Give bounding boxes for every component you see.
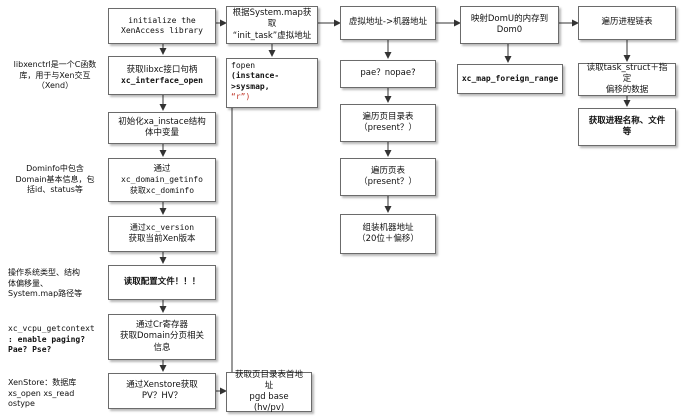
step-walk-pgd: 遍历页目录表 （present？） (340, 104, 436, 142)
step-xenstore: 通过Xenstore获取 PV？HV？ (108, 373, 216, 409)
step-xc-version-l2: 获取当前Xen版本 (128, 233, 196, 244)
note-vcpu-context-l2: : enable paging? (8, 334, 86, 344)
step-walk-process-list: 遍历进程链表 (578, 6, 676, 40)
step-fopen: fopen (instance->sysmap, “r”) (226, 58, 318, 108)
note-vcpu-context-l1: xc_vcpu_getcontext (8, 324, 95, 334)
step-walk-pt: 遍历页表 （present？） (340, 158, 436, 196)
step-xc-version: 通过xc_version 获取当前Xen版本 (108, 216, 216, 252)
note-config-contents: 操作系统类型、结构 体偏移量、 System.map路径等 (8, 268, 83, 299)
step-domain-getinfo-l2: xc_domain_getinfo (121, 175, 203, 185)
step-pgd-base: 获取页目录表首地址 pgd base (hv/pv) (226, 370, 312, 413)
step-map-memory: 映射DomU的内存到 Dom0 (460, 6, 559, 44)
step-interface-open-desc: 获取libxc接口句柄 (126, 64, 198, 75)
step-fopen-l2: (instance->sysmap, (231, 71, 280, 91)
note-vcpu-context-l3: Pae? Pse? (8, 345, 52, 355)
step-interface-open: 获取libxc接口句柄 xc_interface_open (108, 56, 216, 95)
step-init-library: initialize the XenAccess library (108, 8, 216, 44)
step-system-map: 根据System.map获取 “init_task”虚拟地址 (226, 6, 318, 44)
step-domain-getinfo-l3: 获取xc_dominfo (129, 185, 195, 195)
step-assemble-address: 组装机器地址 （20位＋偏移） (340, 214, 436, 254)
step-xc-version-l1: 通过xc_version (129, 223, 195, 233)
step-get-process-name: 获取进程名称、文件 等 (578, 108, 676, 146)
step-domain-getinfo: 通过 xc_domain_getinfo 获取xc_dominfo (108, 158, 216, 202)
step-map-foreign-range: xc_map_foreign_range (457, 64, 563, 94)
step-read-config: 读取配置文件！！！ (108, 265, 216, 300)
note-dominfo: Dominfo中包含 Domain基本信息，包 括id、status等 (15, 164, 95, 195)
note-xenstore: XenStore：数据库 xs_open xs_read ostype (8, 378, 77, 409)
step-fopen-l3: “r”) (231, 92, 251, 102)
step-domain-getinfo-l1: 通过 (153, 164, 171, 175)
step-init-xa-instance: 初始化xa_instace结构 体中变量 (108, 112, 216, 144)
note-libxenctrl: libxenctrl是一个C函数 库，用于与Xen交互 （Xend） (13, 60, 97, 91)
step-interface-open-func: xc_interface_open (121, 75, 203, 85)
step-cr-register: 通过Cr寄存器 获取Domain分页相关 信息 (108, 314, 216, 360)
step-fopen-l1: fopen (231, 61, 256, 70)
step-virt-to-machine: 虚拟地址->机器地址 (340, 6, 436, 40)
note-vcpu-context: xc_vcpu_getcontext : enable paging? Pae?… (8, 320, 106, 360)
step-pae-check: pae？nopae? (340, 60, 436, 88)
step-read-task-struct: 读取task_struct＋指定 偏移的数据 (578, 63, 676, 96)
